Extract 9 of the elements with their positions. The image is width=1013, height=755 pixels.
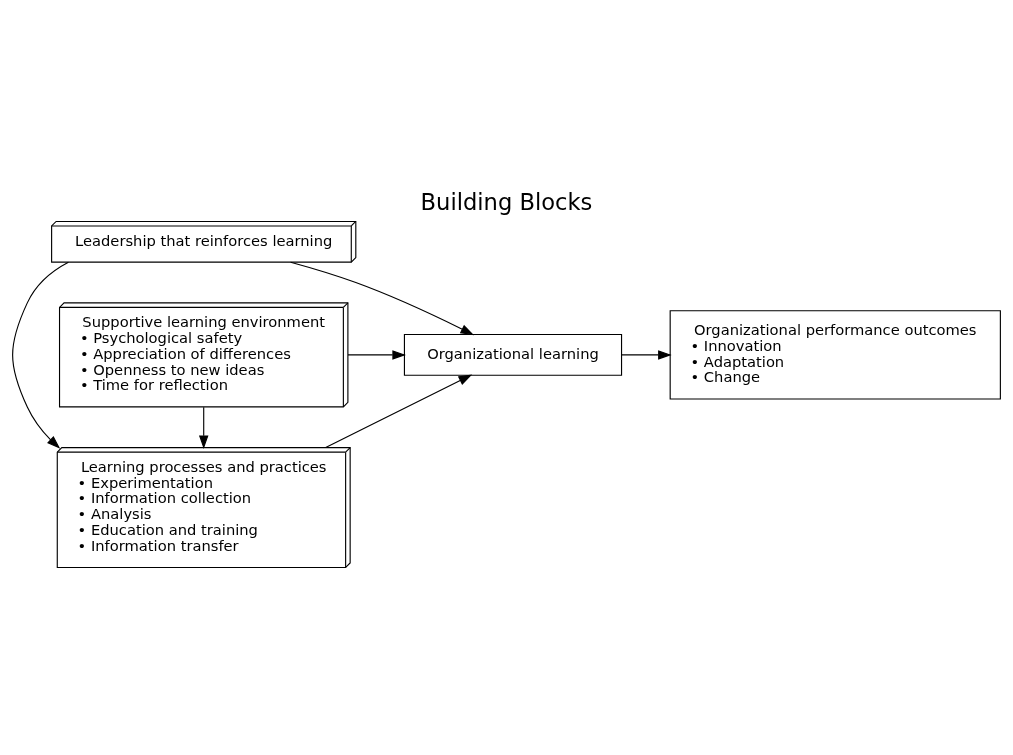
diagram-title: Building Blocks: [420, 189, 593, 216]
node-box: Organizational performance outcomes • Innovation • Adaptation • Change: [669, 310, 1001, 400]
arrow: [12, 261, 69, 449]
arrow: [621, 350, 672, 360]
arrow: [325, 374, 473, 448]
node-box: Organizational learning: [403, 333, 623, 376]
arrow: [347, 350, 406, 360]
arrow: [290, 261, 475, 336]
arrow: [198, 406, 209, 450]
